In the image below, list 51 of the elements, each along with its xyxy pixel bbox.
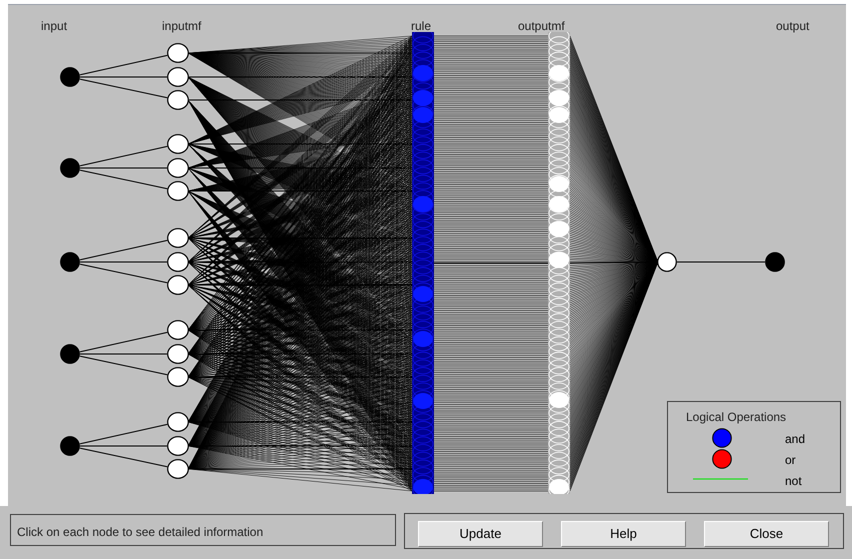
input-node (60, 436, 80, 456)
membership-function-node (167, 228, 189, 248)
connector-line (80, 76, 168, 78)
connector-line (79, 424, 168, 444)
connector-line (79, 54, 168, 76)
membership-function-node (167, 43, 189, 63)
connector-line (79, 264, 168, 284)
membership-function-node (167, 134, 189, 154)
input-node (60, 158, 80, 178)
membership-function-node (167, 67, 189, 87)
legend-text: or (785, 452, 796, 469)
legend-text: not (785, 473, 802, 490)
aggregation-node (657, 252, 677, 272)
connector-line (79, 78, 168, 98)
column-heading: outputmf (518, 18, 565, 35)
membership-function-node (167, 252, 189, 272)
column-heading: inputmf (162, 18, 202, 35)
column-heading: input (41, 18, 68, 35)
connector-line (79, 240, 168, 260)
input-node (60, 67, 80, 87)
input-node (60, 344, 80, 364)
column-heading: output (776, 18, 810, 35)
membership-function-node (167, 459, 189, 479)
connector-line (79, 448, 168, 468)
connector-line (79, 356, 168, 376)
status-message: Click on each node to see detailed information (17, 524, 264, 541)
update-button: Update (418, 521, 543, 547)
legend-title: Logical Operations (686, 409, 786, 426)
close-button: Close (704, 521, 829, 547)
connector-line (188, 76, 412, 78)
membership-function-node (167, 344, 189, 364)
output-membership-node-column (548, 32, 570, 494)
input-node (60, 252, 80, 272)
column-heading: rule (411, 18, 432, 35)
connector-line (79, 146, 168, 166)
help-button: Help (561, 521, 686, 547)
connector-line (79, 170, 168, 190)
membership-function-node (167, 436, 189, 456)
membership-function-node (167, 275, 189, 295)
connector-line (79, 332, 168, 352)
connector-line (188, 190, 412, 192)
membership-function-node (167, 90, 189, 110)
rule-node-column (412, 32, 434, 494)
output-node (765, 252, 785, 272)
membership-function-node (167, 367, 189, 387)
membership-function-node (167, 158, 189, 178)
membership-function-node (167, 320, 189, 340)
connector-line (434, 262, 548, 264)
membership-function-node (167, 412, 189, 432)
membership-function-node (167, 181, 189, 201)
legend-text: and (785, 431, 806, 448)
